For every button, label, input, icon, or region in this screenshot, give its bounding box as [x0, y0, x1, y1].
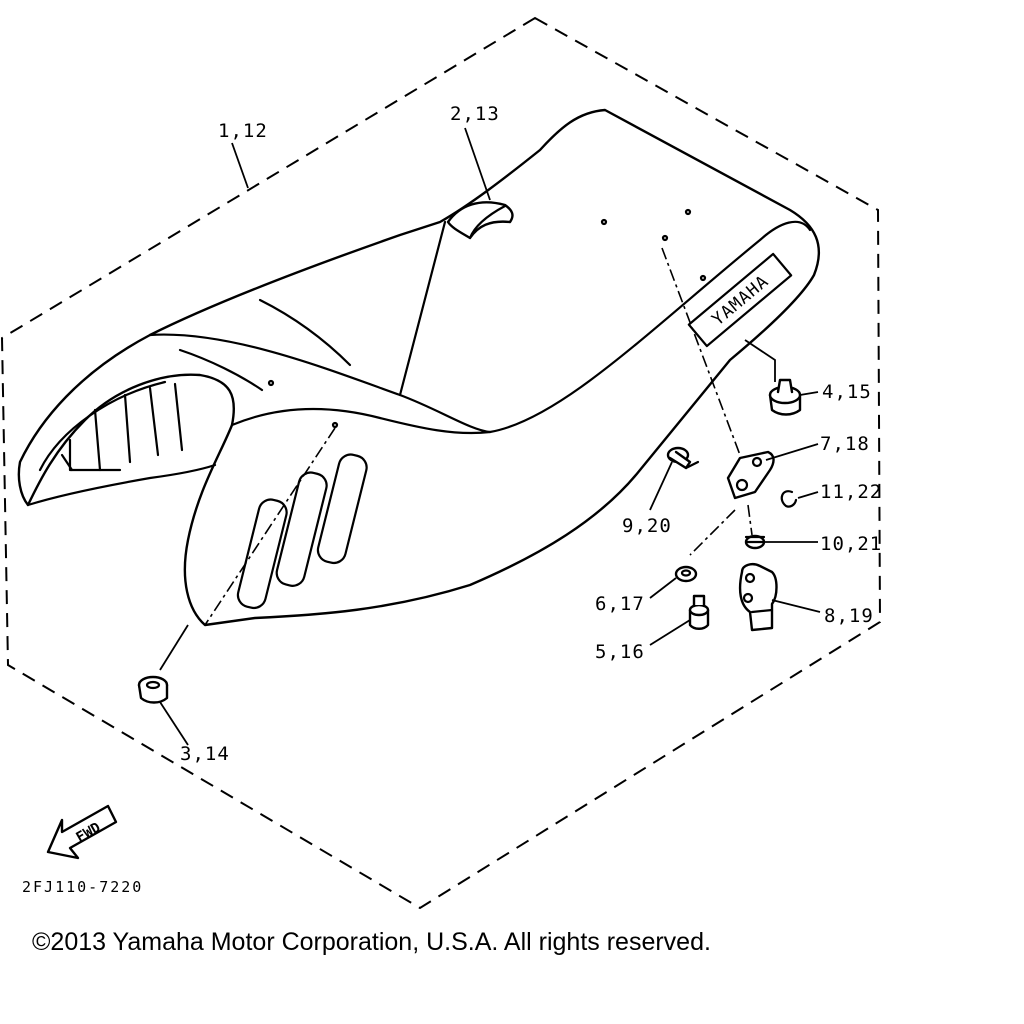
leader-5-16	[649, 619, 691, 646]
part-clip	[780, 490, 798, 508]
center-line-rear	[204, 427, 336, 626]
callout-10-21: 10,21	[820, 533, 882, 555]
callout-11-22: 11,22	[820, 481, 882, 503]
assembly-boundary	[0, 16, 882, 910]
center-line-front	[661, 247, 741, 456]
leader-6-17	[649, 577, 677, 599]
part-latch	[738, 563, 778, 632]
copyright-notice: ©2013 Yamaha Motor Corporation, U.S.A. A…	[32, 928, 711, 956]
callout-4-15: 4,15	[822, 381, 872, 403]
callout-3-14: 3,14	[180, 743, 230, 765]
part-bolt	[688, 594, 710, 630]
leader-2-13	[464, 127, 491, 201]
leader-7-18	[765, 443, 819, 461]
callout-7-18: 7,18	[820, 433, 870, 455]
callout-5-16: 5,16	[595, 641, 645, 663]
part-post	[666, 446, 700, 470]
leader-3-14-b	[159, 701, 189, 746]
callout-9-20: 9,20	[622, 515, 672, 537]
seat-illustration	[17, 108, 821, 627]
part-spring	[744, 534, 766, 550]
leader-9-20	[649, 461, 673, 511]
leader-1-12	[231, 142, 249, 189]
leader-8-19	[771, 599, 821, 613]
callout-2-13: 2,13	[450, 103, 500, 125]
leader-3-14	[159, 624, 189, 671]
leader-4-15	[744, 339, 776, 382]
part-damper-front	[768, 378, 802, 416]
callout-8-19: 8,19	[824, 605, 874, 627]
callout-6-17: 6,17	[595, 593, 645, 615]
center-line-latch	[689, 509, 736, 556]
part-collar	[674, 565, 698, 583]
part-damper-rear	[137, 675, 169, 704]
center-line-spring	[747, 504, 753, 536]
callout-1-12: 1,12	[218, 120, 268, 142]
leader-11-22	[797, 491, 819, 499]
part-bracket	[726, 450, 775, 500]
diagram-code: 2FJ110-7220	[22, 878, 143, 896]
leader-4-15-b	[799, 391, 819, 396]
fwd-arrow-icon: FWD	[46, 804, 118, 860]
